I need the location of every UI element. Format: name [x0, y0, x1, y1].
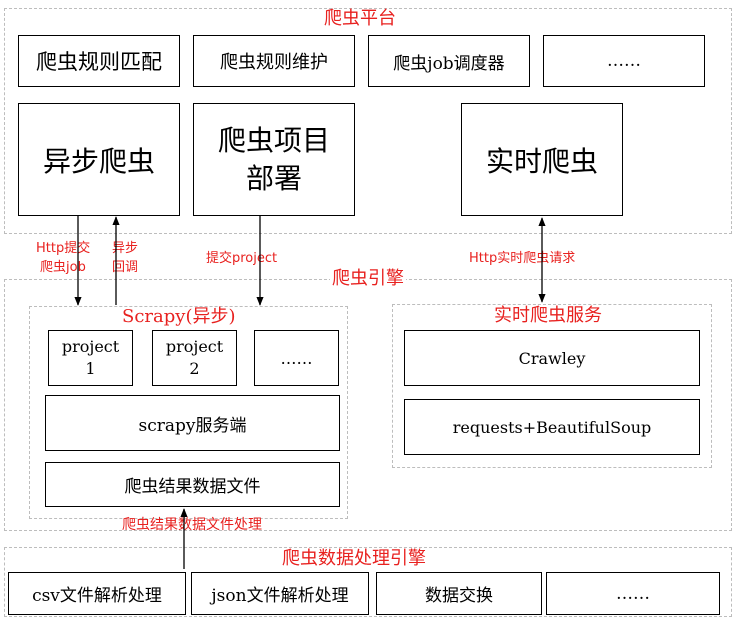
- crawley-label: Crawley: [518, 348, 586, 368]
- job-scheduler-label: 爬虫job调度器: [393, 53, 505, 74]
- project-1-name: project: [61, 337, 120, 356]
- platform-layer: [4, 8, 732, 234]
- async-callback-label-line1: 异步: [112, 241, 139, 256]
- project-1-box: project 1: [48, 330, 133, 386]
- rule-match-label: 爬虫规则匹配: [36, 50, 162, 74]
- data-exchange-label: 数据交换: [425, 586, 493, 606]
- scrapy-container: [29, 306, 348, 519]
- result-processing-label: 爬虫结果数据文件处理: [122, 517, 262, 533]
- scrapy-server-box: scrapy服务端: [45, 395, 340, 451]
- realtime-service-container: [392, 304, 712, 468]
- deploy-label-line1: 爬虫项目: [217, 123, 330, 157]
- json-parse-label: json文件解析处理: [211, 586, 349, 606]
- crawley-box: Crawley: [404, 330, 700, 386]
- engine-title: 爬虫引擎: [330, 268, 406, 290]
- realtime-crawler-box: 实时爬虫: [461, 103, 623, 216]
- http-submit-label-line1: Http提交: [36, 241, 91, 256]
- async-crawler-box: 异步爬虫: [18, 103, 180, 216]
- platform-more-box: ……: [543, 35, 705, 87]
- realtime-crawler-label: 实时爬虫: [485, 144, 598, 178]
- async-callback-label-line2: 回调: [112, 260, 139, 275]
- project-2-name: project: [165, 337, 224, 356]
- submit-project-label: 提交project: [206, 251, 278, 266]
- project-2-number: 2: [189, 359, 200, 378]
- scrapy-server-label: scrapy服务端: [138, 415, 247, 436]
- processing-title: 爬虫数据处理引擎: [282, 548, 426, 569]
- deploy-label-line2: 部署: [245, 161, 302, 195]
- result-file-box: 爬虫结果数据文件: [45, 462, 340, 507]
- platform-more-label: ……: [607, 51, 641, 71]
- data-exchange-box: 数据交换: [376, 572, 542, 615]
- requests-bs-box: requests+BeautifulSoup: [404, 399, 700, 455]
- async-crawler-label: 异步爬虫: [42, 144, 155, 178]
- realtime-service-title: 实时爬虫服务: [494, 305, 602, 326]
- project-more-box: ……: [254, 330, 339, 386]
- http-realtime-label: Http实时爬虫请求: [469, 251, 576, 266]
- json-parse-box: json文件解析处理: [191, 572, 369, 615]
- requests-bs-label: requests+BeautifulSoup: [452, 417, 652, 437]
- rule-match-box: 爬虫规则匹配: [18, 35, 180, 87]
- processing-more-box: ……: [546, 572, 720, 615]
- deploy-box: 爬虫项目 部署: [193, 103, 355, 216]
- csv-parse-box: csv文件解析处理: [8, 572, 186, 615]
- job-scheduler-box: 爬虫job调度器: [368, 35, 530, 87]
- result-file-label: 爬虫结果数据文件: [124, 477, 261, 497]
- project-2-box: project 2: [152, 330, 237, 386]
- http-submit-label-line2: 爬虫job: [40, 260, 86, 275]
- rule-maintain-label: 爬虫规则维护: [220, 52, 328, 73]
- project-more-label: ……: [280, 348, 313, 368]
- platform-title: 爬虫平台: [324, 8, 396, 29]
- processing-more-label: ……: [616, 583, 650, 604]
- rule-maintain-box: 爬虫规则维护: [193, 35, 355, 87]
- csv-parse-label: csv文件解析处理: [32, 586, 162, 606]
- processing-layer: [4, 547, 732, 617]
- scrapy-title: Scrapy(异步): [122, 306, 236, 327]
- project-1-number: 1: [85, 359, 96, 378]
